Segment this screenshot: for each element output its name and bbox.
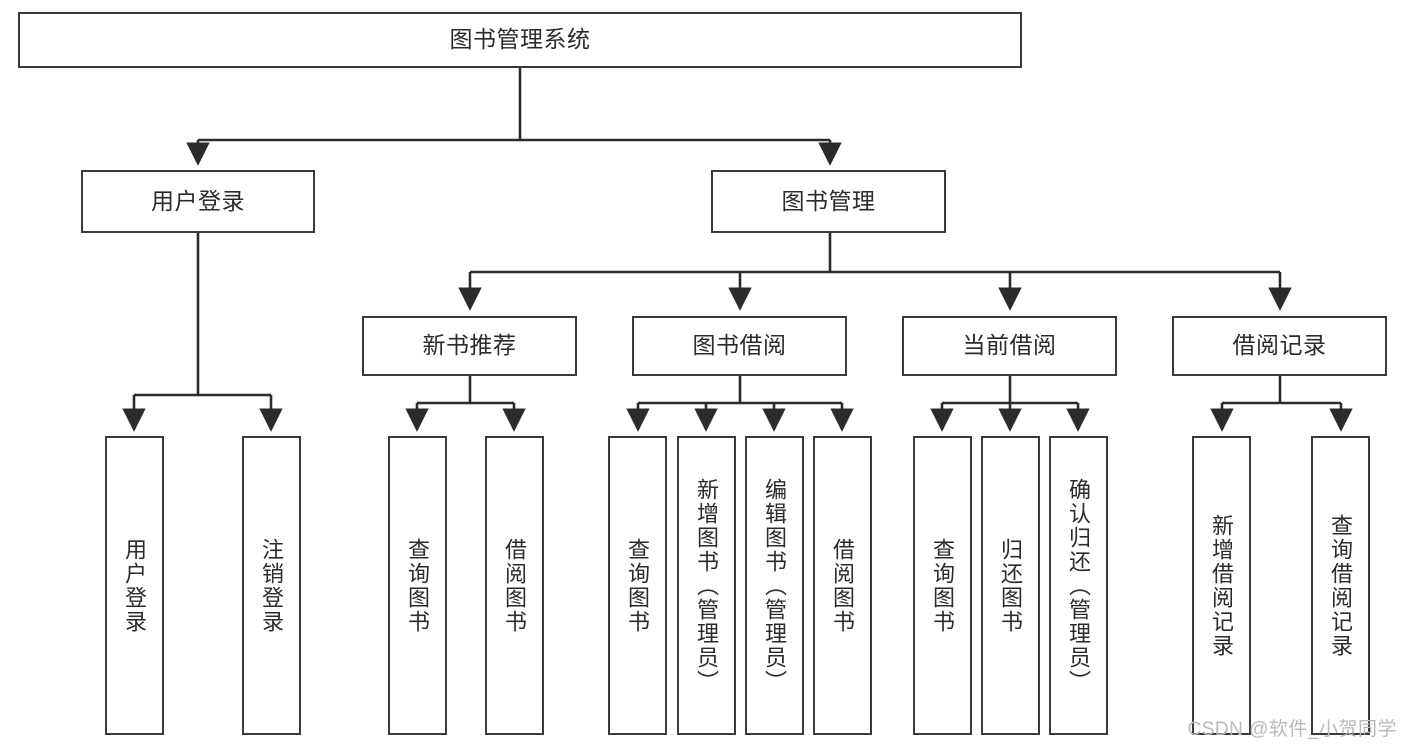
node-borrow-record[interactable]: 借阅记录 bbox=[1172, 316, 1387, 376]
node-leaf-borrow-book-2[interactable]: 借阅图书 bbox=[813, 436, 872, 735]
node-leaf-query-book-3[interactable]: 查询图书 bbox=[913, 436, 972, 735]
node-leaf-confirm-return[interactable]: 确认归还（管理员） bbox=[1049, 436, 1108, 735]
node-new-book-recommend[interactable]: 新书推荐 bbox=[362, 316, 577, 376]
node-book-manage[interactable]: 图书管理 bbox=[711, 170, 946, 233]
node-current-borrow-label: 当前借阅 bbox=[962, 332, 1057, 359]
node-leaf-query-book-2-label: 查询图书 bbox=[625, 537, 651, 634]
node-leaf-add-record[interactable]: 新增借阅记录 bbox=[1192, 436, 1251, 735]
node-leaf-query-record[interactable]: 查询借阅记录 bbox=[1311, 436, 1370, 735]
node-leaf-query-book-1-label: 查询图书 bbox=[405, 537, 431, 634]
node-leaf-add-record-label: 新增借阅记录 bbox=[1209, 513, 1235, 658]
node-leaf-return-book-label: 归还图书 bbox=[998, 537, 1024, 634]
node-leaf-query-record-label: 查询借阅记录 bbox=[1328, 513, 1354, 658]
node-leaf-query-book-3-label: 查询图书 bbox=[930, 537, 956, 634]
node-book-borrow-label: 图书借阅 bbox=[692, 332, 787, 359]
node-leaf-add-book[interactable]: 新增图书（管理员） bbox=[677, 436, 736, 735]
node-leaf-query-book-2[interactable]: 查询图书 bbox=[608, 436, 667, 735]
node-borrow-record-label: 借阅记录 bbox=[1232, 332, 1327, 359]
node-leaf-user-login-label: 用户登录 bbox=[122, 537, 148, 634]
node-leaf-user-login[interactable]: 用户登录 bbox=[105, 436, 164, 735]
node-new-book-recommend-label: 新书推荐 bbox=[422, 332, 517, 359]
node-leaf-logout-label: 注销登录 bbox=[259, 537, 285, 634]
node-user-login-label: 用户登录 bbox=[151, 187, 245, 214]
node-root-label: 图书管理系统 bbox=[449, 26, 591, 53]
node-leaf-edit-book-label: 编辑图书（管理员） bbox=[762, 477, 788, 694]
node-leaf-query-book-1[interactable]: 查询图书 bbox=[388, 436, 447, 735]
node-book-borrow[interactable]: 图书借阅 bbox=[632, 316, 847, 376]
node-leaf-confirm-return-label: 确认归还（管理员） bbox=[1066, 477, 1092, 694]
node-leaf-logout[interactable]: 注销登录 bbox=[242, 436, 301, 735]
node-leaf-return-book[interactable]: 归还图书 bbox=[981, 436, 1040, 735]
node-user-login[interactable]: 用户登录 bbox=[81, 170, 315, 233]
node-leaf-add-book-label: 新增图书（管理员） bbox=[694, 477, 720, 694]
node-root[interactable]: 图书管理系统 bbox=[18, 12, 1022, 68]
node-book-manage-label: 图书管理 bbox=[781, 187, 876, 214]
node-leaf-borrow-book-1-label: 借阅图书 bbox=[502, 537, 528, 634]
node-leaf-borrow-book-1[interactable]: 借阅图书 bbox=[485, 436, 544, 735]
node-leaf-edit-book[interactable]: 编辑图书（管理员） bbox=[745, 436, 804, 735]
node-current-borrow[interactable]: 当前借阅 bbox=[902, 316, 1117, 376]
node-leaf-borrow-book-2-label: 借阅图书 bbox=[830, 537, 856, 634]
csdn-watermark: CSDN @软件_小贺同学 bbox=[1187, 719, 1397, 740]
